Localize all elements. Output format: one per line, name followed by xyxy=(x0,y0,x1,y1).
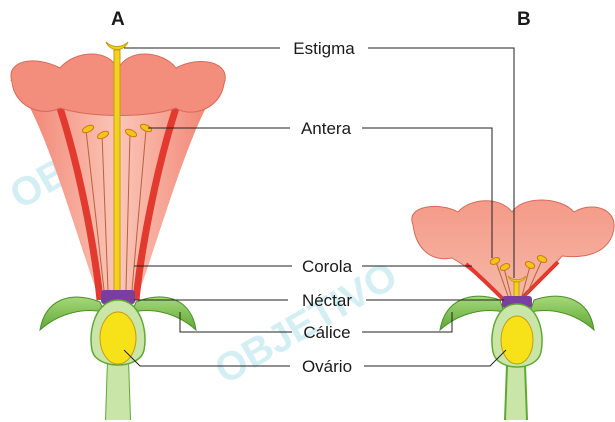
label-corolla: Corola xyxy=(302,257,353,276)
flower-b-petals xyxy=(412,200,614,300)
label-nectar: Néctar xyxy=(302,291,352,310)
figure-label-b: B xyxy=(517,9,531,30)
flower-a-style xyxy=(114,50,120,318)
figure-label-a: A xyxy=(111,9,125,30)
flower-a xyxy=(10,42,226,420)
flower-b xyxy=(412,200,614,420)
flower-a-stem-fill xyxy=(106,360,130,420)
label-calyx: Cálice xyxy=(303,323,350,342)
leader-ovary-b xyxy=(364,350,506,366)
flower-b-ovary xyxy=(501,316,533,364)
label-ovary: Ovário xyxy=(302,357,352,376)
label-anther: Antera xyxy=(301,119,352,138)
flower-b-stem-fill xyxy=(505,365,527,420)
label-stigma: Estigma xyxy=(293,39,355,58)
leader-calyx-b xyxy=(362,312,452,332)
